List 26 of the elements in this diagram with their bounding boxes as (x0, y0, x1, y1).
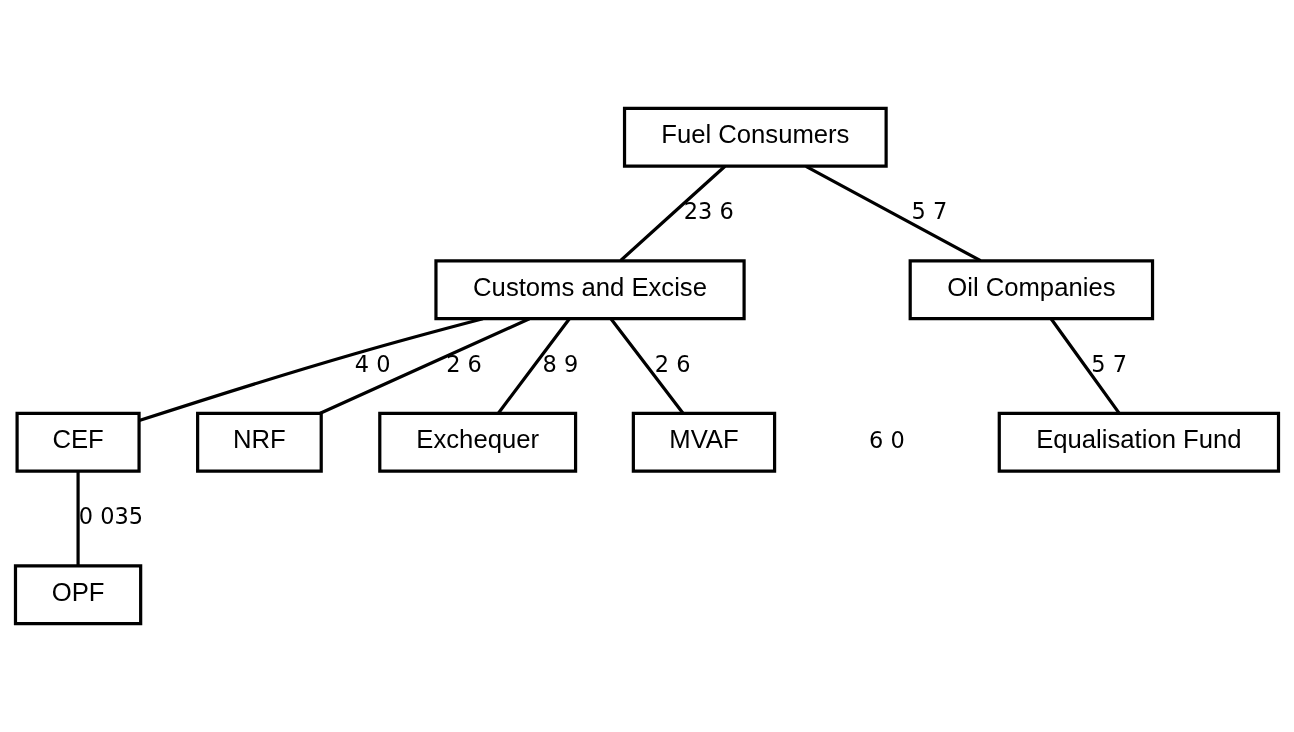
edge-label: 23 6 (683, 198, 734, 225)
edge-label: 2 6 (446, 350, 482, 377)
node-box: Fuel Consumers (622, 106, 888, 168)
edge-label: 4 0 (354, 350, 391, 377)
node-box: Customs and Excise (434, 259, 746, 321)
connector (1049, 317, 1121, 414)
connector (805, 164, 982, 263)
node-box: OPF (13, 564, 143, 626)
connector (76, 471, 80, 566)
connector (609, 317, 685, 414)
edge-label: 0 035 (78, 503, 144, 530)
edge-label: 5 7 (911, 198, 948, 225)
node-box: Exchequer (378, 411, 578, 473)
edge-label: 5 7 (1091, 350, 1128, 377)
connector (497, 317, 571, 414)
connector (619, 165, 727, 262)
edge-label: 2 6 (654, 350, 691, 377)
node-box: CEF (15, 411, 141, 473)
node-box: MVAF (631, 411, 777, 473)
connector (138, 317, 484, 423)
connector (319, 317, 531, 415)
node-box: Equalisation Fund (997, 411, 1281, 473)
node-box: NRF (196, 411, 323, 473)
node-box: Oil Companies (908, 259, 1155, 321)
label: 6 0 (869, 427, 905, 454)
edge-label: 8 9 (542, 350, 579, 377)
